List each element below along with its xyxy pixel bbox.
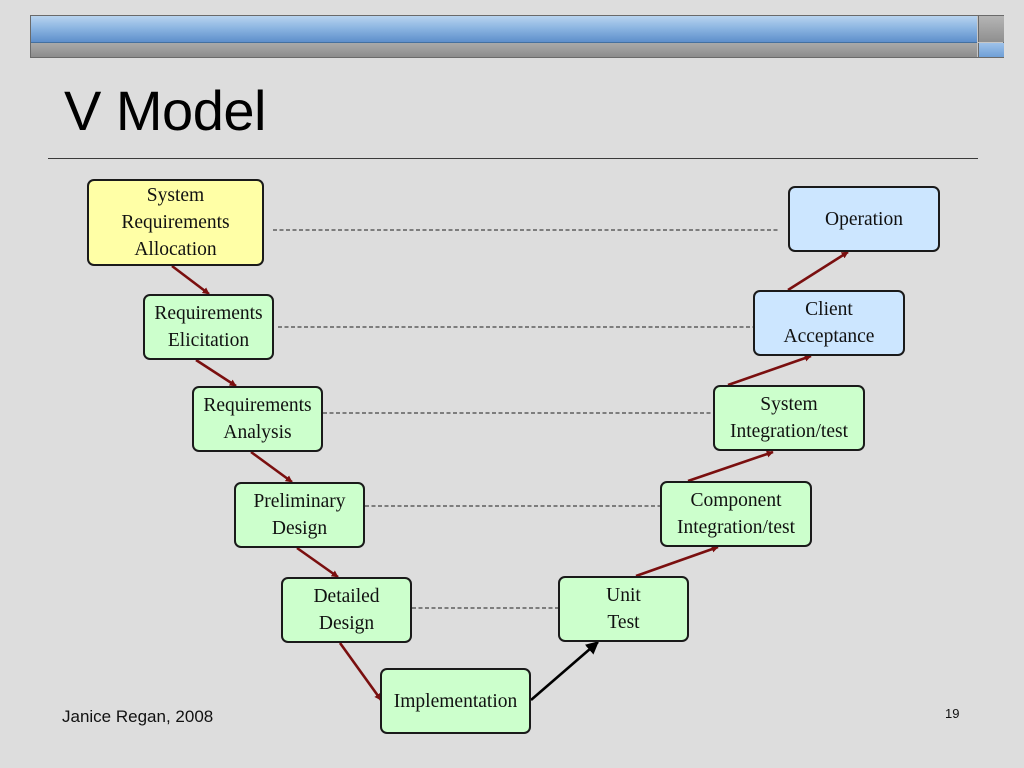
arrow-sys-req-alloc-to-req-elicitation [171,264,210,296]
node-sys-req-alloc: System Requirements Allocation [87,179,264,266]
arrow-req-analysis-to-prelim-design [250,450,293,484]
node-req-elicitation: Requirements Elicitation [143,294,274,360]
node-unit-test: Unit Test [558,576,689,642]
title-underline [48,158,978,159]
arrow-system-integration-to-client-acceptance [727,354,812,387]
node-client-acceptance: Client Acceptance [753,290,905,356]
arrow-prelim-design-to-detailed-design [296,546,339,579]
slide-title: V Model [64,79,266,142]
arrow-detailed-design-to-implementation [338,642,383,701]
correspondence-links [273,229,778,609]
node-detailed-design: Detailed Design [281,577,412,643]
arrow-unit-test-to-component-integration [635,545,719,578]
page-number: 19 [945,706,960,721]
header-bar-blue [31,16,977,43]
footer-author: Janice Regan, 2008 [62,707,214,726]
node-req-analysis: Requirements Analysis [192,386,323,452]
arrow-component-integration-to-system-integration [687,450,774,483]
header-bar-endcap-accent [978,43,1004,57]
arrow-implementation-to-unit-test [530,641,599,701]
header-bar-grey [31,43,977,57]
node-operation: Operation [788,186,940,252]
node-system-integration: System Integration/test [713,385,865,451]
node-component-integration: Component Integration/test [660,481,812,547]
header-bar-endcap [978,16,1004,42]
node-prelim-design: Preliminary Design [234,482,365,548]
node-implementation: Implementation [380,668,531,734]
arrow-req-elicitation-to-req-analysis [195,358,237,388]
arrow-client-acceptance-to-operation [787,250,849,292]
flow-arrows [171,250,849,701]
